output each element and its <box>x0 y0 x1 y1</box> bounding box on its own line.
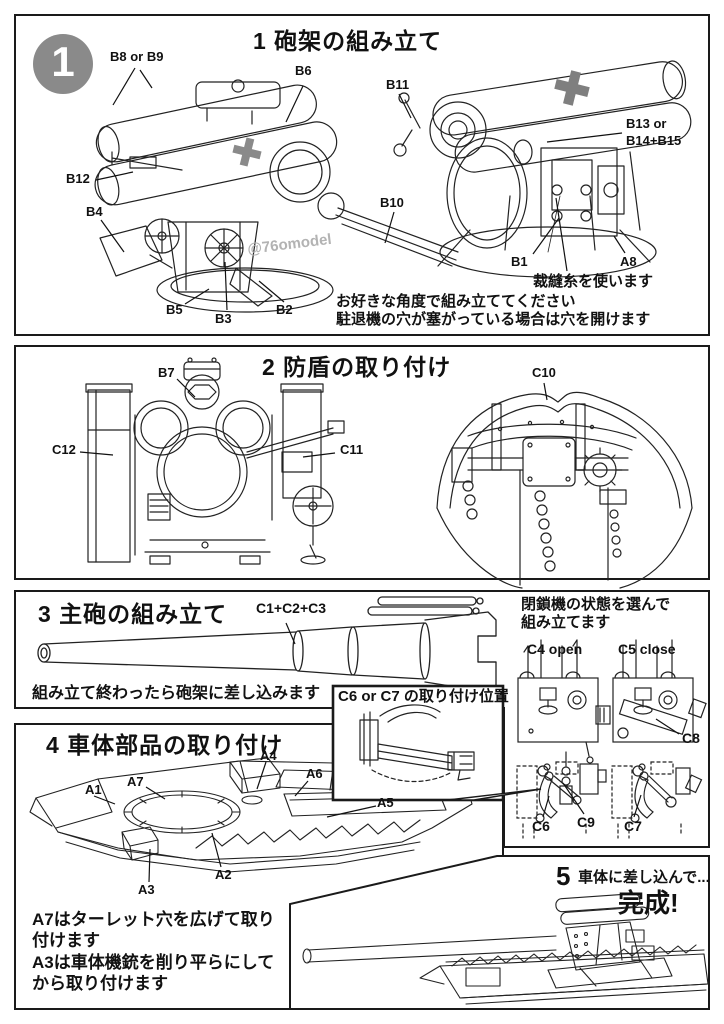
lever-c6-drawing <box>516 751 607 839</box>
part-label-a3: A3 <box>138 882 155 897</box>
part-label-a5: A5 <box>377 795 394 810</box>
part-label-b11: B11 <box>386 77 410 92</box>
inset-title: C6 or C7 の取り付け位置 <box>338 688 509 705</box>
section5-frame <box>289 855 710 1010</box>
note-breech-line2: 組み立てます <box>521 614 611 631</box>
part-label-c4-open: C4 open <box>527 641 583 657</box>
part-label-a6: A6 <box>306 766 323 781</box>
gun-mount-right-drawing <box>393 60 692 278</box>
part-label-a2: A2 <box>215 867 232 882</box>
step-badge-circle <box>33 34 93 94</box>
part-label-b3: B3 <box>215 311 232 326</box>
main-gun-barrel-drawing <box>37 596 497 702</box>
section1-frame <box>14 14 710 336</box>
note-a7-turret-hole: A7はターレット穴を広げて取り付けます <box>32 910 275 950</box>
part-label-b1: B1 <box>511 254 528 269</box>
part-label-c1c2c3: C1+C2+C3 <box>256 600 327 616</box>
section3-title: 3 主砲の組み立て <box>38 601 228 627</box>
note-drill-hole: 駐退機の穴が塞がっている場合は穴を開けます <box>336 311 651 328</box>
part-label-b7: B7 <box>158 365 175 380</box>
note-sewing-thread: 裁縫糸を使います <box>533 273 654 290</box>
gray-cross-marker-left <box>232 137 262 167</box>
step-badge-number: 1 <box>51 38 75 85</box>
section4-title: 4 車体部品の取り付け <box>46 732 284 758</box>
part-label-c12: C12 <box>52 442 76 457</box>
part-label-a8: A8 <box>620 254 637 269</box>
breech-c5-close-drawing <box>612 639 707 743</box>
part-label-b13: B13 or <box>626 116 667 131</box>
part-label-c7: C7 <box>624 818 642 834</box>
section2-frame <box>14 345 710 580</box>
inset-pointer-tail <box>447 788 542 801</box>
part-label-c10: C10 <box>532 365 556 380</box>
section5-step-number: 5 <box>556 861 571 891</box>
note-breech-line1: 閉鎖機の状態を選んで <box>521 596 671 613</box>
part-label-c8: C8 <box>682 730 700 746</box>
part-label-b5: B5 <box>166 302 183 317</box>
inset-position-drawing <box>359 704 475 783</box>
section1-title: 1 砲架の組み立て <box>253 28 443 54</box>
part-label-b4: B4 <box>86 204 103 219</box>
section5-caption: 車体に差し込んで... <box>578 869 710 886</box>
leader-lines <box>79 67 680 883</box>
inset-frame <box>331 684 505 802</box>
part-label-b14b15: B14+B15 <box>626 133 682 148</box>
part-label-c9: C9 <box>577 814 595 830</box>
section5-done-label: 完成! <box>618 888 679 918</box>
section2-title: 2 防盾の取り付け <box>262 354 452 380</box>
note-any-angle: お好きな角度で組み立ててください <box>336 293 576 310</box>
part-label-c6: C6 <box>532 818 550 834</box>
part-label-b6: B6 <box>295 63 312 78</box>
part-label-b10: B10 <box>380 195 404 210</box>
part-label-b12: B12 <box>66 171 90 186</box>
shield-front-drawing <box>85 357 345 565</box>
part-label-b8b9: B8 or B9 <box>110 49 164 64</box>
gun-mount-left-drawing <box>94 79 459 313</box>
part-label-a1: A1 <box>85 782 102 797</box>
gray-cross-marker-right <box>554 70 590 106</box>
finished-model-drawing <box>302 893 709 1005</box>
note-a3-hull-mg: A3は車体機銃を削り平らにしてから取り付けます <box>32 953 275 993</box>
shield-rear-drawing <box>436 391 693 589</box>
note-insert-into-mount: 組み立て終わったら砲架に差し込みます <box>32 685 321 702</box>
part-label-c5-close: C5 close <box>618 641 676 657</box>
part-label-b2: B2 <box>276 302 293 317</box>
part-label-a4: A4 <box>260 748 277 763</box>
breech-c4-open-drawing <box>517 639 611 764</box>
part-label-a7: A7 <box>127 774 144 789</box>
part-label-c11: C11 <box>340 442 364 457</box>
